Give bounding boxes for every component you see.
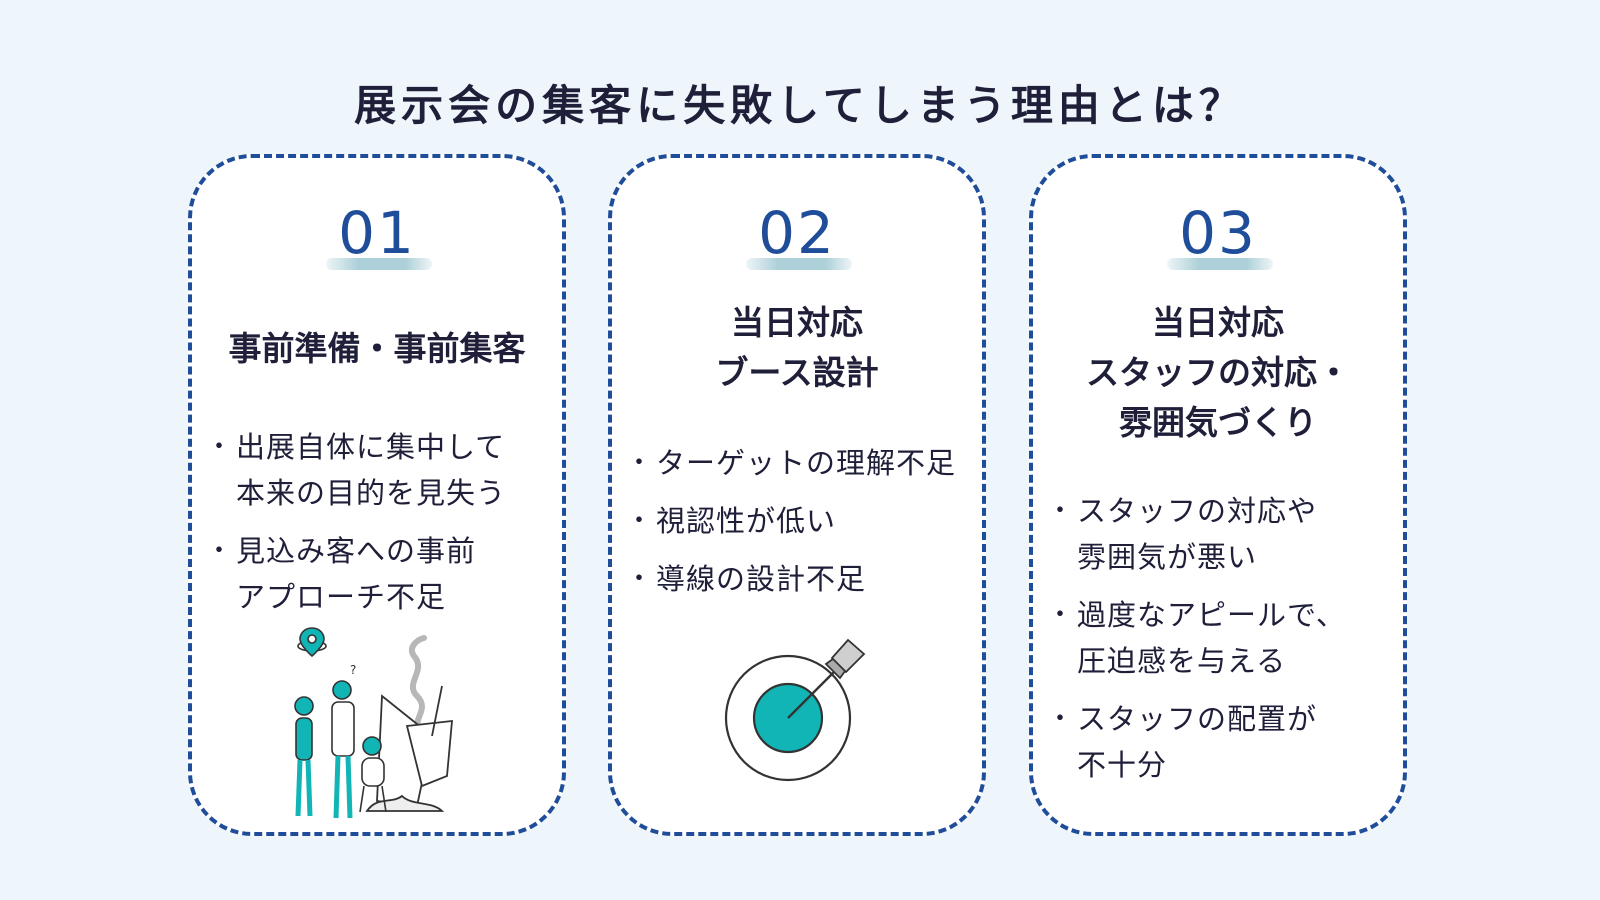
card-title-line: 雰囲気づくり (1119, 403, 1317, 442)
bullet-item: 視認性が低い (626, 498, 970, 544)
bullet-item: 導線の設計不足 (626, 556, 970, 602)
card-number-wrap: 01 (192, 204, 562, 270)
card-number: 02 (746, 204, 852, 270)
number-underline-brush (746, 258, 852, 270)
number-underline-brush (326, 258, 432, 270)
card-number-wrap: 03 (1033, 204, 1403, 270)
person-icon (359, 736, 387, 813)
reason-card-1: 01 事前準備・事前集客 出展自体に集中して 本来の目的を見失う 見込み客への事… (188, 154, 566, 836)
bullet-item: 見込み客への事前 アプローチ不足 (206, 528, 550, 620)
bullet-list: スタッフの対応や 雰囲気が悪い 過度なアピールで、 圧迫感を与える スタッフの配… (1047, 488, 1391, 800)
card-number: 03 (1167, 204, 1273, 270)
bullet-list: 出展自体に集中して 本来の目的を見失う 見込み客への事前 アプローチ不足 (206, 424, 550, 632)
card-title-line: スタッフの対応・ (1086, 353, 1350, 392)
person-icon: ? (331, 663, 356, 819)
people-broken-booth-illustration: ? (294, 627, 453, 819)
card-number: 01 (326, 204, 432, 270)
bullet-item: ターゲットの理解不足 (626, 440, 970, 486)
card-title-line: ブース設計 (715, 353, 879, 392)
reason-card-2: 02 当日対応 ブース設計 ターゲットの理解不足 視認性が低い 導線の設計不足 (608, 154, 986, 836)
page-title: 展示会の集客に失敗してしまう理由とは？ (354, 81, 1246, 130)
card-number-wrap: 02 (612, 204, 982, 270)
smoke-icon (408, 635, 427, 739)
card-title: 事前準備・事前集客 (192, 324, 562, 374)
bullet-item: 出展自体に集中して 本来の目的を見失う (206, 424, 550, 516)
svg-text:?: ? (350, 663, 356, 677)
bullet-item: スタッフの対応や 雰囲気が悪い (1047, 488, 1391, 580)
card-title: 当日対応 ブース設計 (612, 298, 982, 398)
card-title: 当日対応 スタッフの対応・ 雰囲気づくり (1033, 298, 1403, 448)
person-icon (294, 696, 314, 817)
card-title-line: 事前準備・事前集客 (228, 329, 526, 368)
card-title-line: 当日対応 (1152, 303, 1284, 342)
bullet-item: スタッフの配置が 不十分 (1047, 696, 1391, 788)
reason-card-3: 03 当日対応 スタッフの対応・ 雰囲気づくり スタッフの対応や 雰囲気が悪い … (1029, 154, 1407, 836)
bullet-item: 過度なアピールで、 圧迫感を与える (1047, 592, 1391, 684)
number-underline-brush (1167, 258, 1273, 270)
target-arrow-icon (724, 638, 866, 782)
bullet-list: ターゲットの理解不足 視認性が低い 導線の設計不足 (626, 440, 970, 614)
location-pin-icon (297, 627, 327, 658)
broken-booth-icon (365, 685, 453, 812)
card-title-line: 当日対応 (731, 303, 863, 342)
